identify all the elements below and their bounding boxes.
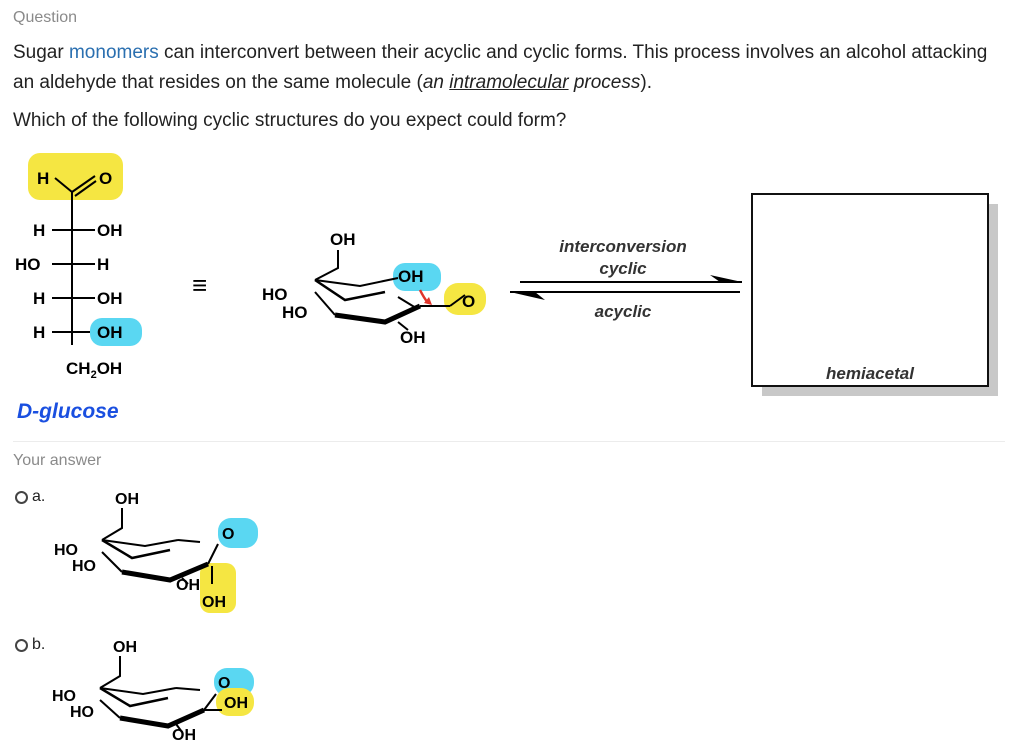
hemiacetal-label: hemiacetal [826, 364, 915, 383]
arrow-label-cyclic: cyclic [599, 259, 647, 278]
option-b-radio[interactable]: b. [15, 636, 45, 654]
structure-O: O [222, 526, 234, 543]
intramolecular-link[interactable]: intramolecular [449, 72, 569, 93]
fischer-H: H [37, 169, 49, 188]
hydroxyl-highlight [90, 318, 142, 346]
question-text-part: Sugar [13, 42, 69, 63]
chair-OH: OH [330, 230, 356, 249]
anomeric-oh-highlight [216, 688, 254, 716]
fischer-OH: OH [97, 323, 123, 342]
question-text-italic: process [568, 72, 641, 93]
arrow-label-acyclic: acyclic [595, 302, 652, 321]
fischer-projection: H O H OH HO H H OH H OH CH2OH D-glucose [15, 153, 142, 423]
structure-O: O [218, 675, 230, 692]
question-text-part: can interconvert between their acyclic a… [13, 42, 988, 93]
fischer-OH: OH [97, 289, 123, 308]
question-prompt: Which of the following cyclic structures… [13, 110, 567, 131]
radio-circle-icon[interactable] [15, 490, 28, 504]
chair-OH: OH [400, 328, 426, 347]
fischer-H: H [33, 289, 45, 308]
fischer-H: H [33, 323, 45, 342]
structure-HO: HO [70, 704, 94, 721]
fischer-O: O [99, 169, 112, 188]
hemiacetal-box: hemiacetal [751, 193, 998, 396]
chair-structure: OH OH O HO HO OH [262, 230, 486, 347]
structure-OH: OH [176, 577, 200, 594]
arrow-label-interconversion: interconversion [559, 237, 687, 256]
option-a-structure[interactable]: OH O HO HO OH OH [50, 480, 270, 615]
chair-O: O [462, 292, 475, 311]
aldehyde-highlight [28, 153, 123, 200]
structure-OH: OH [224, 695, 248, 712]
fischer-OH: OH [97, 221, 123, 240]
structure-HO: HO [52, 688, 76, 705]
monomers-link[interactable]: monomers [68, 42, 159, 63]
chair-HO: HO [282, 303, 308, 322]
structure-OH: OH [202, 594, 226, 611]
aldehyde-highlight [444, 283, 486, 315]
your-answer-label: Your answer [13, 452, 102, 469]
reaction-figure: H O H OH HO H H OH H OH CH2OH D-glucose … [15, 153, 998, 423]
question-text: Sugar monomers can interconvert between … [13, 38, 1013, 98]
option-letter: a. [32, 488, 46, 505]
option-letter: b. [32, 636, 46, 653]
option-a-radio[interactable]: a. [15, 488, 45, 506]
equilibrium-arrows: interconversion cyclic acyclic [510, 237, 742, 321]
question-label: Question [13, 9, 78, 26]
structure-OH: OH [172, 727, 196, 744]
fischer-HO: HO [15, 255, 41, 274]
hydroxyl-highlight [393, 263, 441, 291]
section-divider [13, 441, 1005, 442]
d-glucose-label: D-glucose [17, 400, 119, 423]
chair-OH: OH [398, 267, 424, 286]
structure-HO: HO [72, 558, 96, 575]
fischer-ch2oh: CH2OH [66, 359, 122, 381]
ring-oxygen-highlight [218, 518, 258, 548]
question-text-italic: an [422, 72, 450, 93]
structure-OH: OH [113, 639, 137, 656]
chair-HO: HO [262, 285, 288, 304]
fischer-H: H [33, 221, 45, 240]
anomeric-oh-highlight [200, 563, 236, 613]
question-text-part: ). [640, 72, 652, 93]
option-b-structure[interactable]: OH O HO HO OH OH [50, 628, 270, 748]
fischer-H: H [97, 255, 109, 274]
structure-HO: HO [54, 542, 78, 559]
radio-circle-icon[interactable] [15, 638, 28, 652]
equivalence-symbol: ≡ [192, 270, 207, 300]
structure-OH: OH [115, 491, 139, 508]
